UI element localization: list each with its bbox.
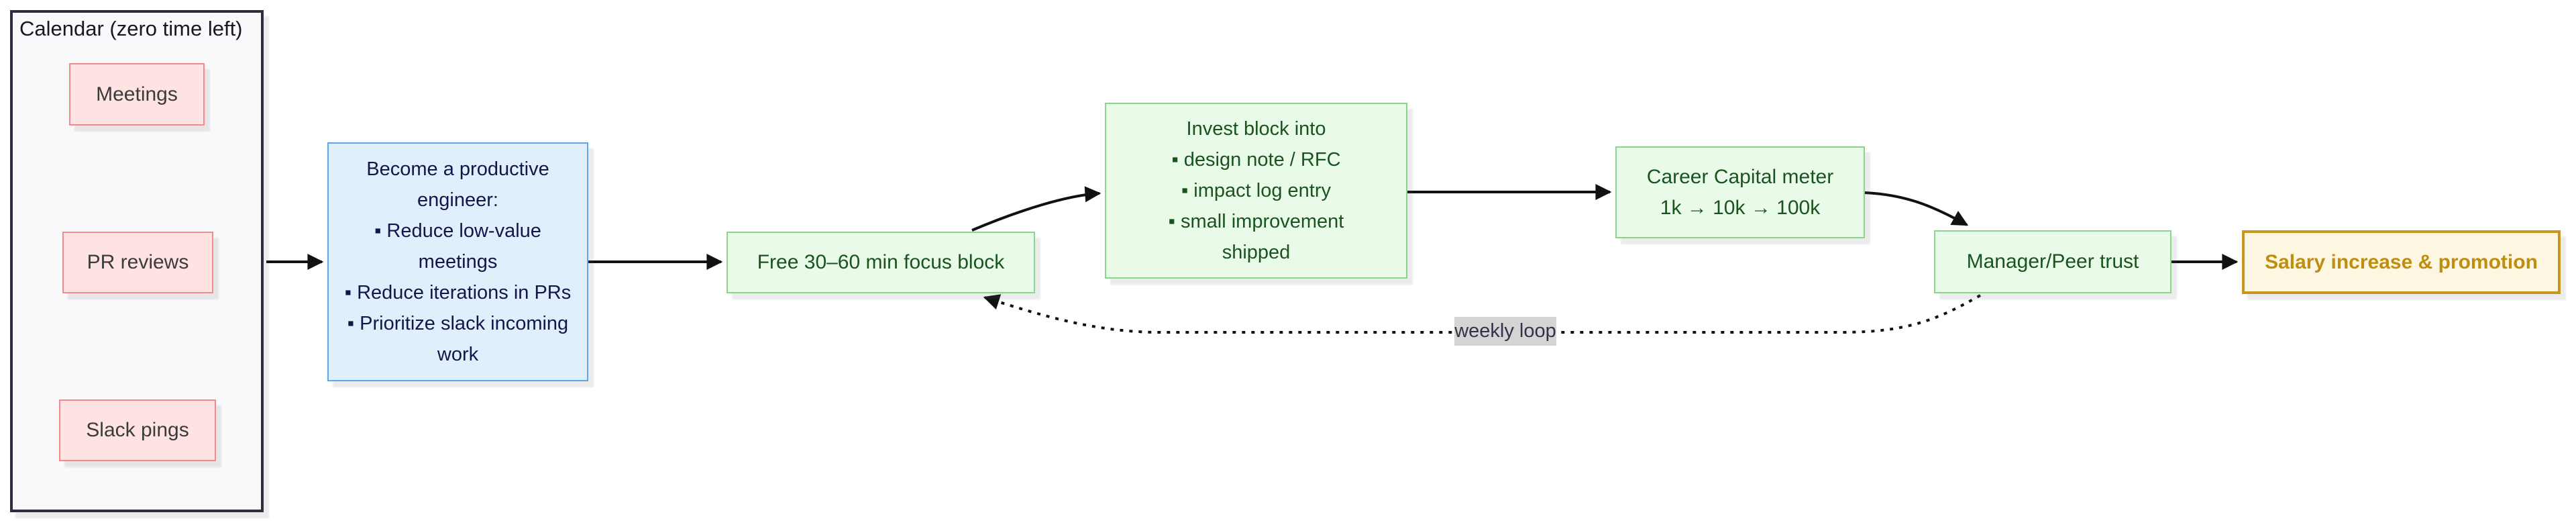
node-invest-block: Invest block into ▪ design note / RFC ▪ … [1105, 103, 1407, 279]
weekly-loop-label-text: weekly loop [1454, 320, 1556, 342]
invest-line: ▪ impact log entry [1181, 180, 1332, 201]
invest-line: ▪ design note / RFC [1171, 149, 1341, 171]
edge-weekly-loop [983, 294, 1981, 334]
calendar-group-title: Calendar (zero time left) [19, 17, 243, 40]
node-salary-outcome: Salary increase & promotion [2242, 230, 2561, 294]
weekly-loop-label: weekly loop [1454, 317, 1556, 346]
node-focus-block-label: Free 30–60 min focus block [757, 251, 1005, 273]
career-line: 1k → 10k → 100k [1660, 196, 1821, 219]
invest-line: Invest block into [1186, 118, 1326, 140]
node-salary-outcome-label: Salary increase & promotion [2265, 250, 2538, 273]
strategy-line: ▪ Prioritize slack incoming [347, 313, 569, 334]
strategy-line: ▪ Reduce low-value [374, 220, 541, 242]
node-manager-trust: Manager/Peer trust [1934, 230, 2171, 293]
strategy-line: engineer: [417, 189, 498, 211]
node-meetings: Meetings [69, 63, 205, 126]
strategy-line: work [437, 344, 479, 365]
node-career-capital: Career Capital meter 1k → 10k → 100k [1615, 146, 1865, 238]
strategy-line: meetings [418, 251, 498, 273]
node-slack-pings: Slack pings [59, 399, 216, 461]
node-pr-reviews: PR reviews [62, 232, 213, 293]
edge-career-trust [1864, 191, 1969, 226]
node-become-productive: Become a productive engineer: ▪ Reduce l… [327, 142, 588, 381]
strategy-line: ▪ Reduce iterations in PRs [344, 282, 572, 303]
node-manager-trust-label: Manager/Peer trust [1966, 250, 2139, 273]
invest-line: ▪ small improvement [1168, 211, 1344, 232]
node-slack-pings-label: Slack pings [86, 419, 189, 441]
career-line: Career Capital meter [1646, 165, 1834, 188]
node-meetings-label: Meetings [96, 83, 178, 105]
node-pr-reviews-label: PR reviews [87, 251, 189, 273]
node-focus-block: Free 30–60 min focus block [727, 232, 1035, 293]
edge-focus-invest [971, 186, 1102, 232]
invest-line: shipped [1222, 242, 1291, 263]
strategy-line: Become a productive [366, 158, 549, 180]
